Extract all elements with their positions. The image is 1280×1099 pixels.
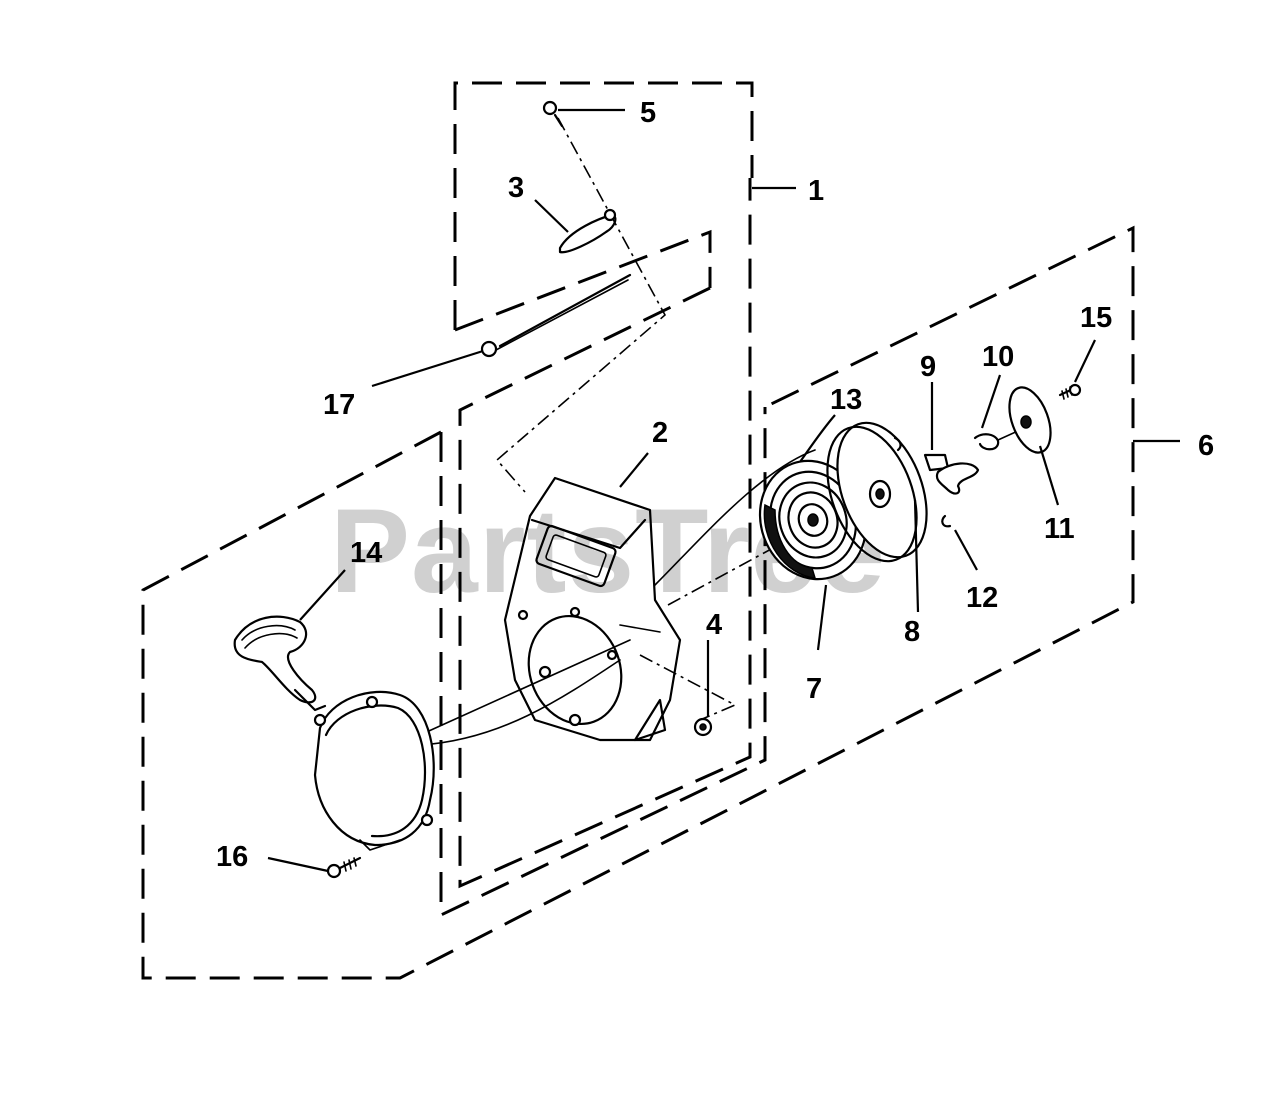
label-part-16: 16 xyxy=(216,841,248,873)
label-part-14: 14 xyxy=(350,537,382,569)
label-part-11: 11 xyxy=(1044,513,1075,545)
assembly-1-inner-boundary xyxy=(454,229,712,332)
leader-2 xyxy=(619,452,649,488)
label-part-3: 3 xyxy=(508,172,524,204)
leader-10 xyxy=(980,374,1002,429)
rope-to-pulley xyxy=(654,449,816,586)
centerline-fastener-4 xyxy=(639,654,737,721)
leader-13 xyxy=(799,414,836,463)
screw-16-icon xyxy=(326,856,362,879)
leader-17 xyxy=(371,349,484,388)
label-part-7: 7 xyxy=(806,673,822,705)
label-part-8: 8 xyxy=(904,616,920,648)
label-part-9: 9 xyxy=(920,351,936,383)
leader-11 xyxy=(1038,445,1060,506)
starter-handle-14-icon xyxy=(233,615,327,712)
retainer-10-icon xyxy=(973,429,1021,451)
label-part-13: 13 xyxy=(830,384,862,416)
label-part-15: 15 xyxy=(1080,302,1112,334)
label-part-10: 10 xyxy=(982,341,1014,373)
washer-11-icon xyxy=(1008,386,1052,454)
leader-15 xyxy=(1074,339,1096,383)
leader-12 xyxy=(954,529,978,571)
label-part-17: 17 xyxy=(323,389,355,421)
leader-3 xyxy=(534,199,569,233)
assembly-1-lower-boundary xyxy=(458,178,752,889)
leader-8 xyxy=(913,499,920,613)
assembly-1-boundary xyxy=(453,81,754,330)
label-part-1: 1 xyxy=(808,175,824,207)
grommet-3-icon xyxy=(558,208,617,254)
label-part-12: 12 xyxy=(966,582,998,614)
pulley-8-icon xyxy=(826,421,928,563)
housing-2-icon xyxy=(503,476,682,742)
screw-15-icon xyxy=(1058,383,1082,400)
rope-path xyxy=(419,639,631,746)
label-part-4: 4 xyxy=(706,609,722,641)
left-assembly-boundary xyxy=(439,407,767,918)
starter-cover-icon xyxy=(313,690,435,851)
leader-14 xyxy=(299,569,346,621)
label-part-5: 5 xyxy=(640,97,656,129)
rod-17-icon xyxy=(480,273,632,358)
nut-4-icon xyxy=(693,717,713,737)
clip-12-icon xyxy=(935,462,980,528)
label-part-6: 6 xyxy=(1198,430,1214,462)
left-outer-boundary xyxy=(141,225,1135,980)
leader-16 xyxy=(267,856,329,873)
label-part-2: 2 xyxy=(652,417,668,449)
leader-7 xyxy=(816,584,828,651)
screw-5-icon xyxy=(542,100,564,128)
